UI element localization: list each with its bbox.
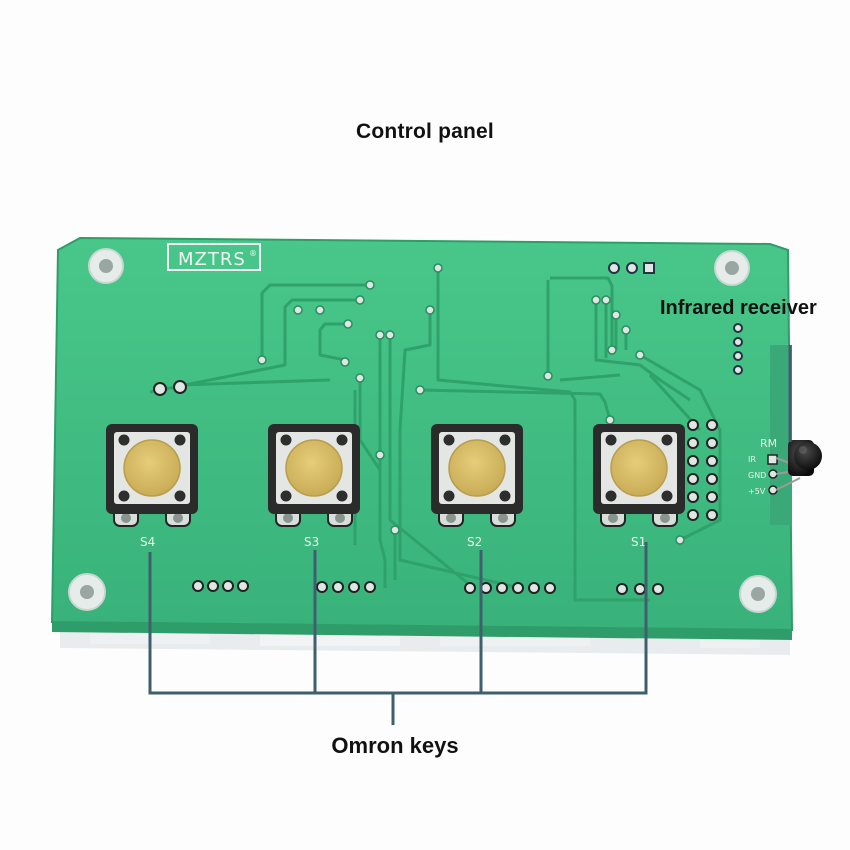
ir-pads <box>767 454 778 495</box>
svg-text:MZTRS: MZTRS <box>178 249 246 270</box>
svg-text:®: ® <box>249 249 257 258</box>
pads-right-column <box>733 323 743 375</box>
keycap <box>448 439 506 497</box>
pin-label-5v: +5V <box>748 487 766 496</box>
keys-callout-line <box>148 542 648 695</box>
keycap <box>285 439 343 497</box>
switch-s3 <box>268 424 360 527</box>
pcb-edge-bevel <box>52 622 792 640</box>
key-labels: S4 S3 S2 S1 <box>140 535 646 549</box>
ir-receiver-component <box>775 440 822 491</box>
mounting-hole-centers <box>80 259 765 601</box>
keycap <box>610 439 668 497</box>
vias <box>257 263 685 545</box>
pads-bottom <box>192 580 664 595</box>
key-label-s3: S3 <box>304 535 319 549</box>
switch-s4 <box>106 424 198 527</box>
header-3pin-top <box>608 262 655 274</box>
key-label-s2: S2 <box>467 535 482 549</box>
callout-lines <box>148 345 792 725</box>
switch-s1 <box>593 424 685 527</box>
pin-label-gnd: GND <box>748 471 766 480</box>
connector-label-rm: RM <box>760 437 777 450</box>
pads-left <box>153 380 187 396</box>
switch-group <box>106 424 685 527</box>
pin-label-ir: IR <box>748 455 756 464</box>
key-label-s1: S1 <box>631 535 646 549</box>
brand-logo: MZTRS ® <box>167 243 261 271</box>
switch-s2 <box>431 424 523 527</box>
keycap <box>123 439 181 497</box>
header-2x6 <box>687 419 718 521</box>
side-connector-strip <box>770 345 792 525</box>
infrared-receiver-callout: Infrared receiver <box>660 297 817 319</box>
omron-keys-callout: Omron keys <box>331 733 459 758</box>
connector-labels: RM IR GND +5V <box>748 437 777 496</box>
page-title: Control panel <box>356 120 494 143</box>
key-label-s4: S4 <box>140 535 155 549</box>
